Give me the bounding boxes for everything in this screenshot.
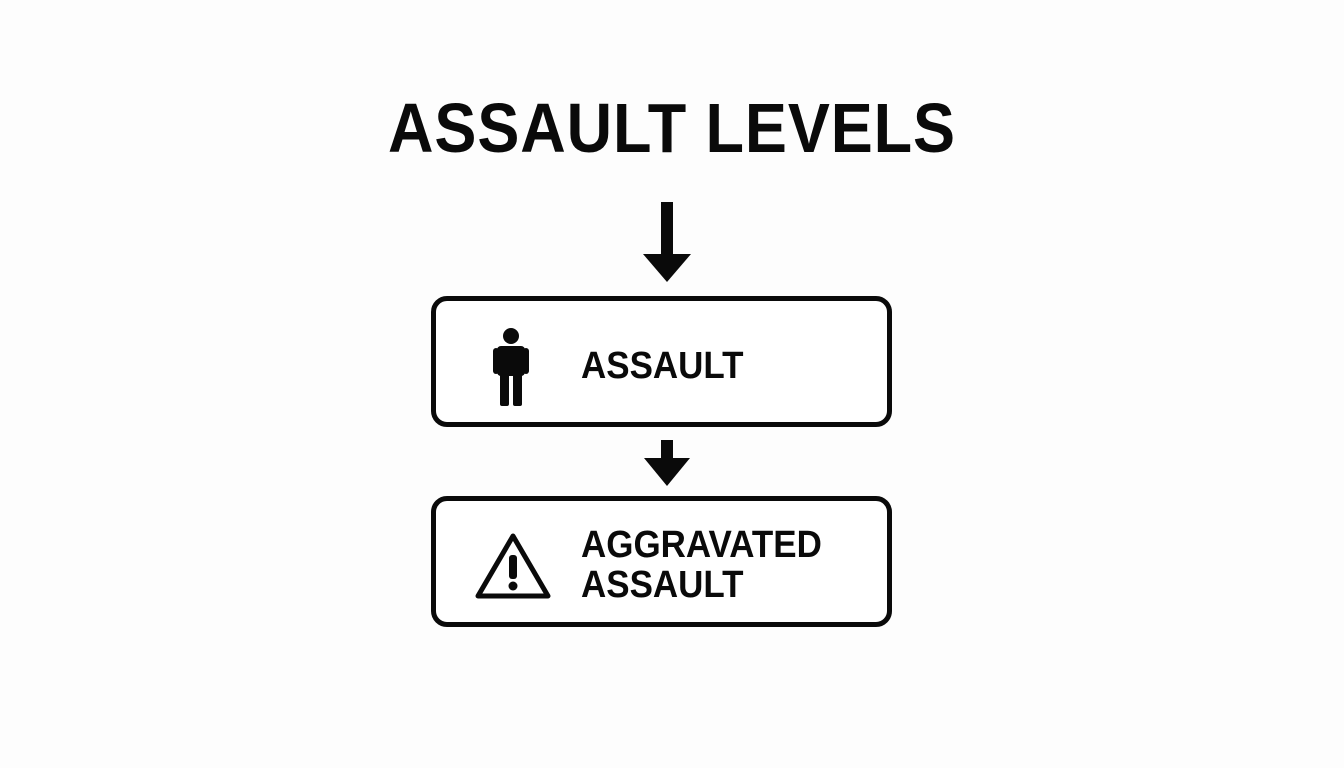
level-label-aggravated-assault: AGGRAVATED ASSAULT	[581, 525, 822, 605]
level-label-assault: ASSAULT	[581, 345, 744, 387]
level-label-line-1: AGGRAVATED	[581, 524, 822, 566]
diagram-title: ASSAULT LEVELS	[388, 89, 956, 167]
warning-icon	[475, 533, 551, 599]
level-label-line-2: ASSAULT	[581, 564, 744, 606]
person-icon	[493, 328, 529, 406]
down-arrow-top	[643, 202, 691, 282]
level-box-aggravated-assault: AGGRAVATED ASSAULT	[431, 496, 892, 627]
down-arrow-middle	[644, 440, 690, 486]
level-box-assault: ASSAULT	[431, 296, 892, 427]
